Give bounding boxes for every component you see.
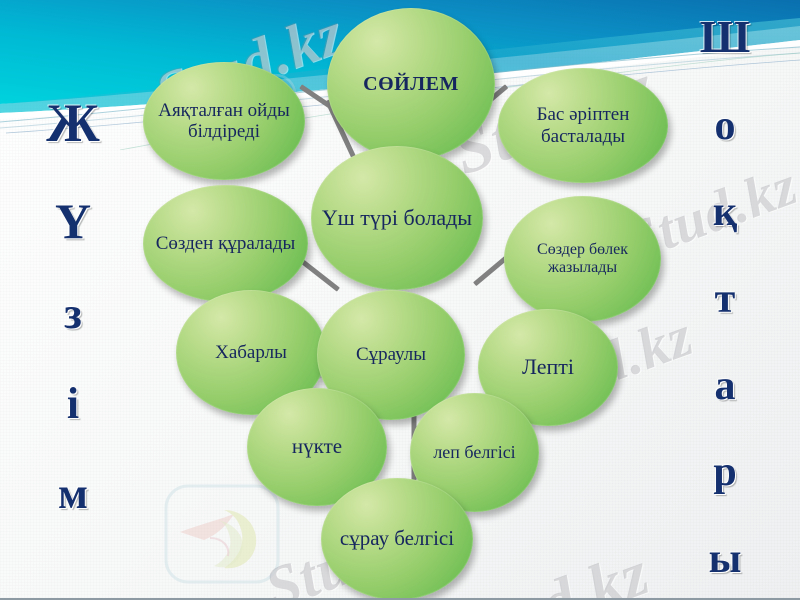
bubble-label: Үш түрі болады bbox=[321, 204, 473, 230]
left-title-letter: і bbox=[66, 379, 80, 428]
left-title-letter: м bbox=[58, 469, 88, 518]
right-title-letter: а bbox=[714, 362, 736, 409]
left-vertical-title: Ж Ү з і м bbox=[38, 96, 108, 516]
site-watermark: Stud.kz bbox=[445, 536, 659, 598]
bubble-label: Аяқталған ойды білдіреді bbox=[158, 99, 290, 142]
bubble-surau-belgisi[interactable]: сұрау белгісі bbox=[321, 478, 473, 598]
bubble-label: Сұраулы bbox=[355, 344, 427, 366]
bubble-ush-turi-bolady[interactable]: Үш түрі болады bbox=[311, 146, 483, 290]
bubble-label: Бас әріптен басталады bbox=[536, 104, 630, 147]
right-title-letter: о bbox=[714, 102, 736, 149]
bubble-label: Лепті bbox=[521, 354, 575, 380]
right-title-letter: р bbox=[713, 449, 737, 496]
brand-logo-watermark bbox=[160, 480, 285, 590]
bubble-ayaktalgan-oidy-bildiredi[interactable]: Аяқталған ойды білдіреді bbox=[143, 62, 305, 180]
bubble-bas-ripten-bastalady[interactable]: Бас әріптен басталады bbox=[498, 68, 668, 183]
right-title-letter: қ bbox=[712, 189, 738, 236]
bubble-soilem[interactable]: СӨЙЛЕМ bbox=[327, 8, 495, 160]
left-title-letter: Ү bbox=[54, 193, 92, 249]
right-title-letter: т bbox=[714, 275, 736, 322]
right-title-letter: Ш bbox=[699, 11, 751, 62]
right-title-letter: ы bbox=[708, 535, 742, 582]
bubble-sozder-bolek-zhazylady[interactable]: Сөздер бөлек жазылады bbox=[504, 196, 661, 322]
left-title-letter: з bbox=[64, 289, 82, 338]
bubble-label: нүкте bbox=[291, 434, 343, 459]
bubble-label: Сөзден құралады bbox=[155, 232, 296, 254]
bubble-label: Хабарлы bbox=[215, 341, 287, 363]
bubble-sozden-kuralady[interactable]: Сөзден құралады bbox=[143, 185, 308, 302]
left-title-letter: Ж bbox=[46, 93, 100, 153]
bubble-label: Сөздер бөлек жазылады bbox=[537, 241, 628, 276]
bubble-label: леп белгісі bbox=[433, 442, 516, 463]
right-vertical-title: Ш о қ т а р ы bbox=[688, 14, 762, 580]
bubble-label: сұрау белгісі bbox=[339, 526, 455, 551]
bubble-label: СӨЙЛЕМ bbox=[363, 72, 459, 95]
